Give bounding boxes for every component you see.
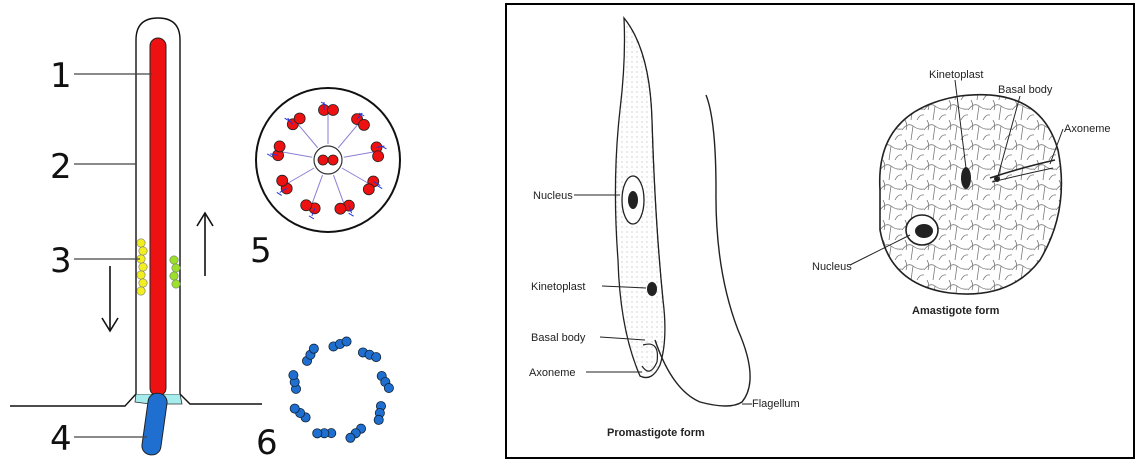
caption-amastigote: Amastigote form xyxy=(912,305,1000,317)
label-5: 5 xyxy=(250,231,272,271)
cilium-diagram: 1 2 3 4 5 6 xyxy=(10,18,400,461)
triplet-microtubule xyxy=(289,371,298,380)
arrow-up-icon xyxy=(197,213,213,276)
doublet-microtubule-b xyxy=(363,184,374,195)
amastigote-body xyxy=(880,95,1062,294)
doublet-microtubule-b xyxy=(328,105,339,116)
label-6: 6 xyxy=(256,423,278,461)
triplet-microtubule xyxy=(384,383,393,392)
axoneme-cross-section xyxy=(256,88,400,232)
triplet-microtubule xyxy=(374,415,383,424)
cell-membrane-right xyxy=(180,394,262,404)
label-nucleus-promastigote: Nucleus xyxy=(533,190,573,202)
leishmania-figure: Nucleus Kinetoplast Basal body Axoneme F… xyxy=(506,4,1134,458)
axoneme-rod xyxy=(150,38,166,396)
doublet-microtubule-b xyxy=(301,200,312,211)
label-kinetoplast-promastigote: Kinetoplast xyxy=(531,281,585,293)
doublet-microtubule-b xyxy=(274,141,285,152)
label-basal-body-promastigote: Basal body xyxy=(531,332,586,344)
label-axoneme-promastigote: Axoneme xyxy=(529,367,575,379)
label-kinetoplast-amastigote: Kinetoplast xyxy=(929,69,983,81)
doublet-microtubule-b xyxy=(358,119,369,130)
central-microtubule xyxy=(328,155,338,165)
arrow-down-icon xyxy=(102,266,118,331)
triplet-microtubule xyxy=(346,433,355,442)
doublet-microtubule-b xyxy=(373,151,384,162)
label-nucleus-amastigote: Nucleus xyxy=(812,261,852,273)
triplet-microtubule xyxy=(342,337,351,346)
triplet-microtubule xyxy=(309,344,318,353)
label-basal-body-amastigote: Basal body xyxy=(998,84,1053,96)
amastigote-kinetoplast xyxy=(961,167,971,189)
label-1: 1 xyxy=(50,56,72,96)
doublet-microtubule-b xyxy=(277,175,288,186)
label-4: 4 xyxy=(50,419,72,459)
cell-membrane xyxy=(10,394,136,406)
central-microtubule xyxy=(318,155,328,165)
label-axoneme-amastigote: Axoneme xyxy=(1064,123,1110,135)
doublet-microtubule-b xyxy=(335,203,346,214)
triplet-microtubule xyxy=(313,429,322,438)
promastigote-kinetoplast xyxy=(647,282,657,296)
label-flagellum: Flagellum xyxy=(752,398,800,410)
label-3: 3 xyxy=(50,241,72,281)
label-2: 2 xyxy=(50,147,72,187)
basal-body-cross-section xyxy=(289,337,394,442)
caption-promastigote: Promastigote form xyxy=(607,427,705,439)
triplet-microtubule xyxy=(290,404,299,413)
triplet-microtubule xyxy=(372,352,381,361)
doublet-microtubule-b xyxy=(294,113,305,124)
